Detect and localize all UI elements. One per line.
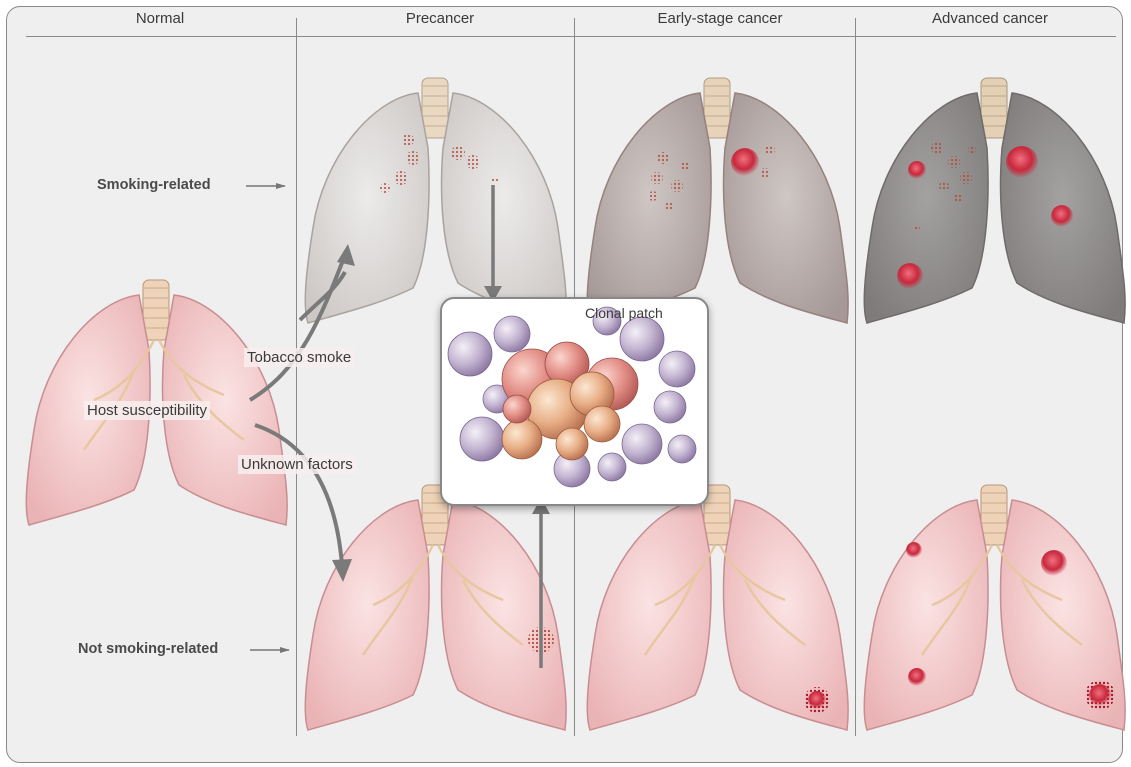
row-label-not-smoking: Not smoking-related: [78, 641, 218, 657]
clonal-cells: [502, 342, 638, 460]
cell-cluster: [442, 299, 707, 504]
clonal-patch-inset: [440, 297, 709, 506]
lung-early-nonsmoking: [587, 485, 848, 730]
lung-advanced-nonsmoking: [864, 485, 1125, 730]
factor-host-susceptibility: Host susceptibility: [84, 401, 210, 420]
factor-tobacco-smoke: Tobacco smoke: [244, 348, 354, 367]
lung-advanced-smoking: [864, 78, 1125, 323]
inset-title: Clonal patch: [585, 305, 663, 321]
lung-precancer-smoking: [305, 78, 566, 323]
lung-early-smoking: [587, 78, 848, 323]
lung-precancer-nonsmoking: [305, 485, 566, 730]
row-label-smoking: Smoking-related: [97, 177, 211, 193]
factor-unknown: Unknown factors: [238, 455, 356, 474]
